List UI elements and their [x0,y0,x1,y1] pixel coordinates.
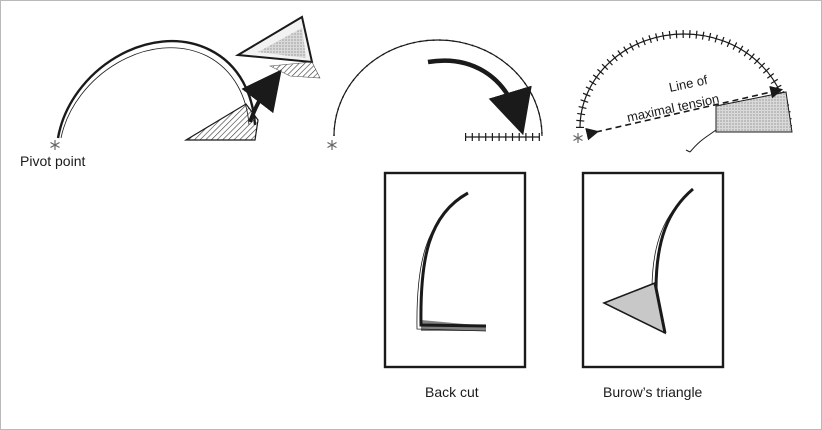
back-cut-box [383,171,527,369]
burow-triangle-edge [653,282,667,334]
suture-arc [333,39,543,137]
moved-triangle-shadow [268,61,321,79]
back-cut-curve-inner [416,195,487,332]
back-cut-curve [419,191,487,328]
back-cut-label: Back cut [425,384,479,400]
label-maximal-tension: maximal tension [626,91,721,125]
pivot-point-label: Pivot point [20,153,86,169]
panel-sutured-arc [327,39,543,150]
panel-burows-triangle [581,171,725,369]
moved-triangle-shading [258,28,306,58]
pointer-tip [685,149,691,153]
pivot-asterisk-icon-3 [573,133,583,143]
panel-back-cut [383,171,527,369]
back-cut-notch [421,320,486,331]
curved-arrow-icon [241,69,282,123]
pivot-asterisk-icon [327,140,337,150]
suture-ticks-arc [333,39,543,137]
burow-curve-inner [651,191,691,291]
burows-triangle-label: Burow’s triangle [603,384,703,400]
panel-rotation-flap [50,15,321,150]
panel-tension-line: Line of maximal tension [573,30,793,153]
tension-line [585,85,784,141]
pointer-line [689,129,717,153]
tension-area [715,91,793,133]
pivot-point-asterisk-icon [50,140,60,150]
suture-arc-3 [579,33,789,129]
excised-triangle [183,103,259,141]
rotation-arrow-icon [427,58,532,136]
label-line-of: Line of [668,72,710,95]
